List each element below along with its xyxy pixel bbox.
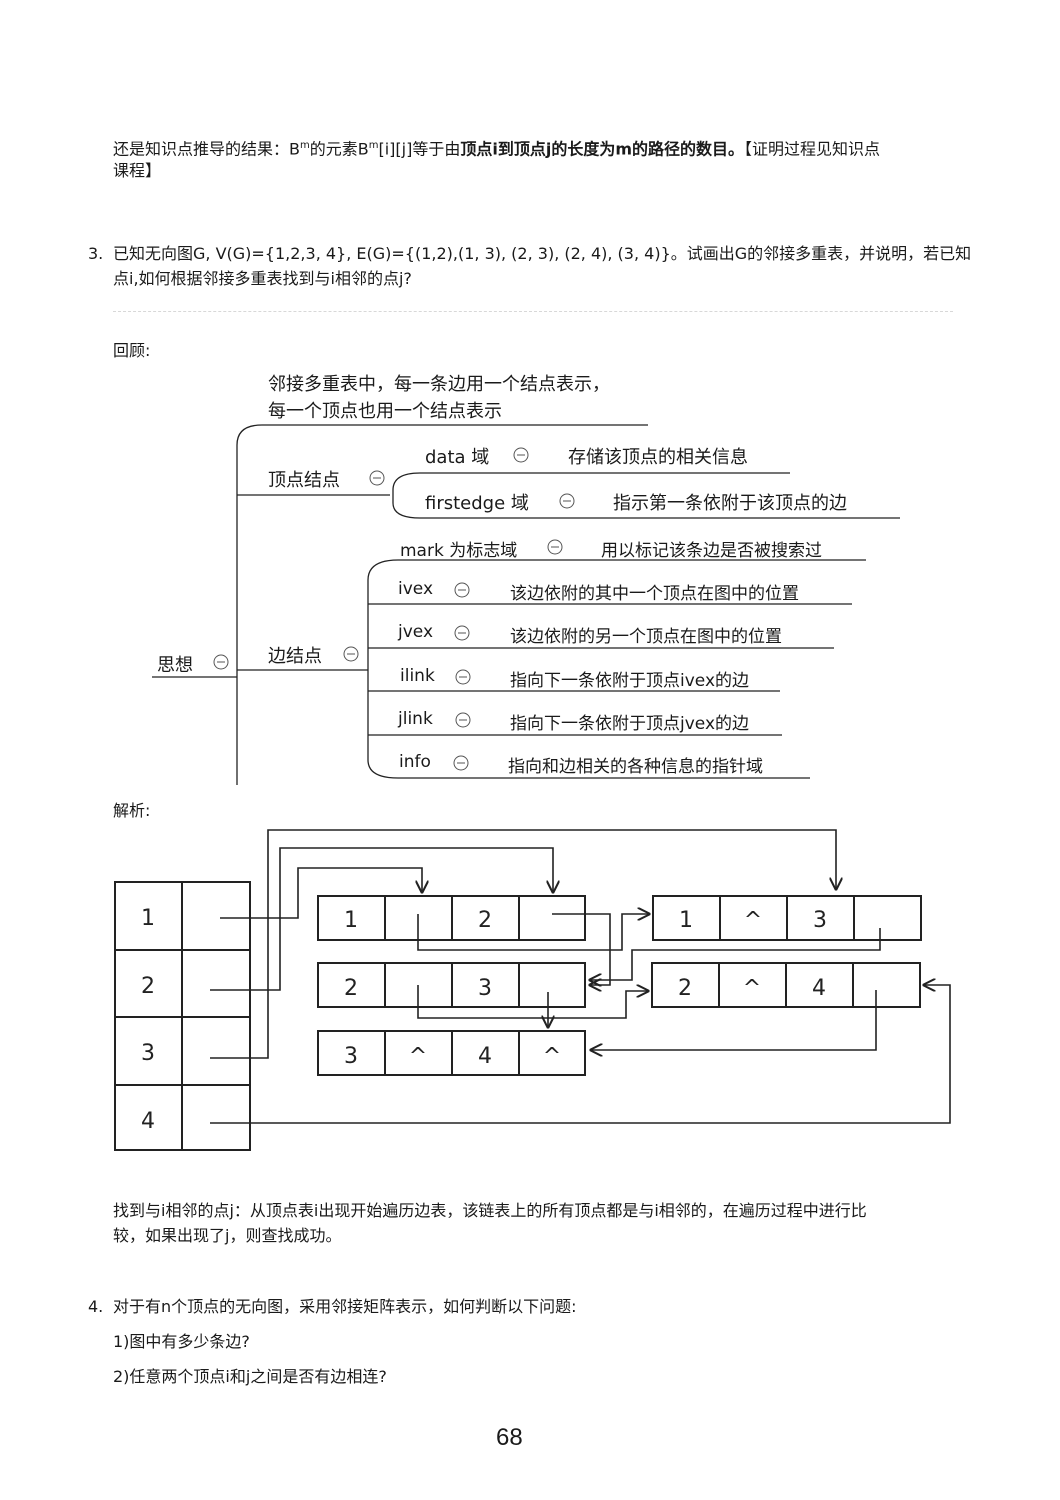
multilist-diagram: 1 2 3 4 1 2 2 3 3 ^ 4 ^ 1 ^ 3 2 ^ 4 — [114, 829, 951, 1151]
edge-cell: 4 — [812, 976, 826, 1001]
vertex-table — [114, 881, 251, 1151]
vertex-label: 3 — [141, 1041, 155, 1066]
vertex-label: 1 — [141, 906, 155, 931]
edge-cell: ^ — [409, 1044, 427, 1069]
mindmap-intro-2: 每一个顶点也用一个结点表示 — [268, 401, 502, 422]
q4-line1: 对于有n个顶点的无向图，采用邻接矩阵表示，如何判断以下问题: — [113, 1297, 577, 1316]
mindmap-intro-1: 邻接多重表中，每一条边用一个结点表示， — [268, 374, 610, 395]
vertex-label: 4 — [141, 1109, 155, 1134]
prev-answer-line2: 课程】 — [113, 161, 162, 180]
find-line1: 找到与i相邻的点j：从顶点表i出现开始遍历边表，该链表上的所有顶点都是与i相邻的… — [113, 1201, 867, 1220]
edge-cell: 1 — [679, 908, 693, 933]
mindmap-e-mark: mark 为标志域 — [400, 541, 518, 561]
q3-line2: 点i,如何根据邻接多重表找到与i相邻的点j? — [113, 269, 412, 288]
mindmap-root: 思想 — [157, 655, 193, 676]
prev-answer-line1: 还是知识点推导的结果：Bm的元素Bm[i][j]等于由顶点i到顶点j的长度为m的… — [113, 139, 881, 159]
mindmap-e-info: info — [399, 752, 431, 772]
edge-cell: 4 — [478, 1044, 492, 1069]
q4-sub2: 2)任意两个顶点i和j之间是否有边相连? — [113, 1367, 387, 1386]
q3-line1: 已知无向图G, V(G)={1,2,3, 4}, E(G)={(1,2),(1,… — [113, 244, 972, 263]
edge-cell: 1 — [344, 908, 358, 933]
edge-cell: 3 — [478, 976, 492, 1001]
find-line2: 较，如果出现了j，则查找成功。 — [113, 1226, 342, 1245]
edge-cell: ^ — [744, 908, 762, 933]
mindmap-v-data-desc: 存储该顶点的相关信息 — [568, 447, 748, 468]
mindmap-v-data: data 域 — [425, 447, 490, 468]
mindmap-e-info-desc: 指向和边相关的各种信息的指针域 — [508, 757, 763, 777]
pointer-arrows — [210, 829, 951, 1124]
mindmap-v-first: firstedge 域 — [425, 493, 529, 514]
edge-cell: 2 — [344, 976, 358, 1001]
edge-cell: 2 — [678, 976, 692, 1001]
page-number: 68 — [496, 1424, 523, 1451]
q3-number: 3. — [88, 244, 104, 263]
q4-number: 4. — [88, 1297, 104, 1316]
mindmap-lines — [152, 424, 900, 785]
edge-cell: 3 — [813, 908, 827, 933]
vertex-label: 2 — [141, 974, 155, 999]
mindmap-v-first-desc: 指示第一条依附于该顶点的边 — [613, 493, 847, 514]
edge-cell: ^ — [543, 1044, 561, 1069]
analysis-label: 解析: — [113, 801, 151, 820]
edge-cell: 3 — [344, 1044, 358, 1069]
edge-cell: 2 — [478, 908, 492, 933]
mindmap-e-jvex: jvex — [398, 622, 434, 642]
mindmap-e-ilink-desc: 指向下一条依附于顶点ivex的边 — [510, 671, 750, 691]
edge-node-boxes — [317, 895, 922, 1076]
edge-cell: ^ — [743, 976, 761, 1001]
mindmap-edge-node: 边结点 — [268, 646, 322, 667]
mindmap-e-jvex-desc: 该边依附的另一个顶点在图中的位置 — [510, 627, 782, 647]
q4-sub1: 1)图中有多少条边? — [113, 1332, 250, 1351]
review-label: 回顾: — [113, 341, 151, 360]
mindmap-vertex-node: 顶点结点 — [268, 470, 340, 491]
mindmap-e-ilink: ilink — [400, 666, 435, 686]
separator — [113, 311, 953, 312]
mindmap-e-mark-desc: 用以标记该条边是否被搜索过 — [601, 541, 822, 561]
mindmap-e-jlink-desc: 指向下一条依附于顶点jvex的边 — [510, 714, 750, 734]
mindmap-e-jlink: jlink — [398, 709, 433, 729]
mindmap-e-ivex-desc: 该边依附的其中一个顶点在图中的位置 — [510, 584, 799, 604]
mindmap-e-ivex: ivex — [398, 579, 434, 599]
